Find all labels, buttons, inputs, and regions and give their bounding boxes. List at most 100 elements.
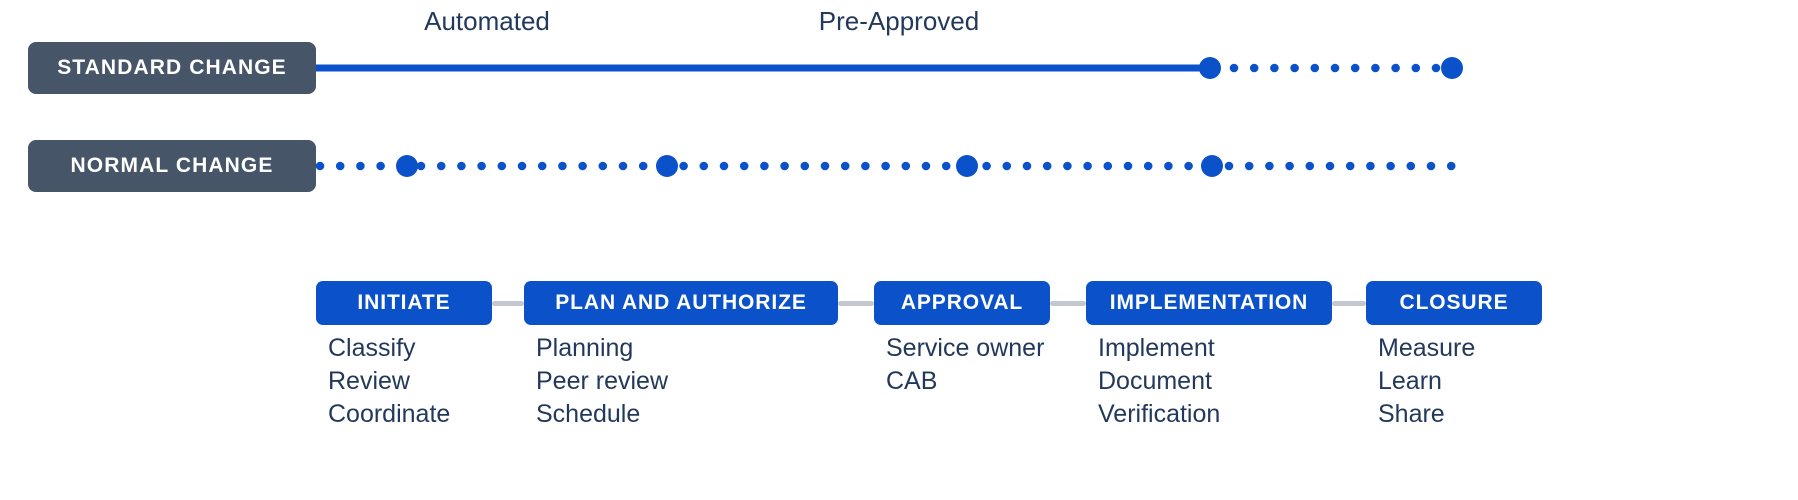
track-dot: [1244, 161, 1254, 171]
track-chip-normal-change[interactable]: NORMAL CHANGE: [28, 140, 316, 192]
stage-connector: [492, 301, 524, 306]
stage-connector: [1050, 301, 1086, 306]
stage-detail-item: Planning: [536, 334, 634, 362]
stage-box-plan-and-authorize[interactable]: PLAN AND AUTHORIZE: [524, 281, 838, 325]
track-dot: [1123, 161, 1133, 171]
stage-box-closure[interactable]: CLOSURE: [1366, 281, 1542, 325]
stage-detail-item: Service owner: [886, 334, 1045, 362]
milestone-dot: [396, 155, 418, 177]
track-dot: [1270, 63, 1279, 73]
track-dot: [1143, 161, 1153, 171]
normal-track-line: [315, 155, 1456, 177]
track-dot: [618, 161, 628, 171]
stage-detail-item: CAB: [886, 367, 938, 395]
stage-box-label: INITIATE: [357, 291, 451, 314]
milestone-dot: [656, 155, 678, 177]
track-dot: [1103, 161, 1113, 171]
stage-detail-item: Learn: [1378, 367, 1442, 395]
stage-connector: [838, 301, 874, 306]
stage-box-label: CLOSURE: [1399, 291, 1509, 314]
track-dot: [1184, 161, 1193, 171]
track-dot: [477, 161, 486, 171]
stage-box-label: IMPLEMENTATION: [1109, 291, 1309, 314]
track-dot: [1366, 161, 1375, 171]
track-dot: [1305, 161, 1315, 171]
track-dot: [1164, 161, 1173, 171]
track-dot: [901, 161, 911, 171]
track-dot: [1330, 63, 1340, 73]
track-dot: [719, 161, 729, 171]
stage-detail-item: Implement: [1098, 334, 1215, 362]
milestone-dot: [1199, 57, 1221, 79]
track-chip-label: STANDARD CHANGE: [57, 56, 287, 79]
track-dot: [881, 161, 890, 171]
track-standard-change: STANDARD CHANGE Automated Pre-Approved: [0, 6, 1798, 98]
track-dot: [598, 161, 608, 171]
track-chip-standard-change[interactable]: STANDARD CHANGE: [28, 42, 316, 94]
track-dot: [1063, 161, 1072, 171]
track-dot: [638, 161, 648, 171]
track-dot: [982, 161, 991, 171]
track-dot: [1345, 161, 1355, 171]
track-annotation: Automated: [424, 6, 550, 36]
track-dot: [1426, 161, 1436, 171]
track-dot: [1290, 63, 1299, 73]
track-dot: [315, 161, 325, 171]
track-dot: [1446, 161, 1456, 171]
track-dot: [335, 161, 345, 171]
track-dot: [760, 161, 769, 171]
stage-detail-item: Verification: [1098, 400, 1221, 428]
track-dot: [1265, 161, 1274, 171]
track-dot: [820, 161, 830, 171]
stage-box-approval[interactable]: APPROVAL: [874, 281, 1050, 325]
track-dot: [1022, 161, 1032, 171]
track-dot: [436, 161, 446, 171]
track-normal-change: NORMAL CHANGE: [0, 140, 1798, 196]
track-dot: [537, 161, 547, 171]
stage-box-implementation[interactable]: IMPLEMENTATION: [1086, 281, 1332, 325]
stage-detail-item: Document: [1098, 367, 1212, 395]
track-dot: [1285, 161, 1294, 171]
stage-box-label: APPROVAL: [900, 291, 1024, 314]
stage-detail-item: Peer review: [536, 367, 668, 395]
track-dot: [416, 161, 426, 171]
track-dot: [800, 161, 810, 171]
track-dot: [517, 161, 527, 171]
milestone-dot: [1201, 155, 1223, 177]
track-dot: [1002, 161, 1012, 171]
stage-detail-item: Schedule: [536, 400, 641, 428]
track-dot: [679, 161, 688, 171]
stage-detail-item: Review: [328, 367, 410, 395]
track-dot: [840, 161, 850, 171]
track-dot: [1325, 161, 1335, 171]
track-dot: [1371, 63, 1380, 73]
track-dot: [941, 161, 951, 171]
track-dot: [1224, 161, 1234, 171]
solid-track-segment: [316, 64, 1210, 72]
milestone-dot: [956, 155, 978, 177]
track-dot: [558, 161, 567, 171]
track-dot: [1386, 161, 1395, 171]
track-dot: [699, 161, 709, 171]
track-dot: [1083, 161, 1092, 171]
standard-track-line: [316, 57, 1463, 79]
track-annotation: Pre-Approved: [818, 6, 980, 36]
track-chip-label: NORMAL CHANGE: [70, 154, 274, 177]
track-dot: [356, 161, 365, 171]
stage-detail-item: Measure: [1378, 334, 1476, 362]
track-dot: [861, 161, 870, 171]
stage-box-label: PLAN AND AUTHORIZE: [555, 291, 807, 314]
track-dot: [1406, 161, 1416, 171]
track-dot: [1042, 161, 1052, 171]
stage-box-initiate[interactable]: INITIATE: [316, 281, 492, 325]
track-dot: [497, 161, 507, 171]
track-dot: [376, 161, 385, 171]
stage-strip: INITIATE PLAN AND AUTHORIZE APPROVAL IMPLEM…: [316, 281, 1782, 325]
track-dot: [1411, 63, 1421, 73]
